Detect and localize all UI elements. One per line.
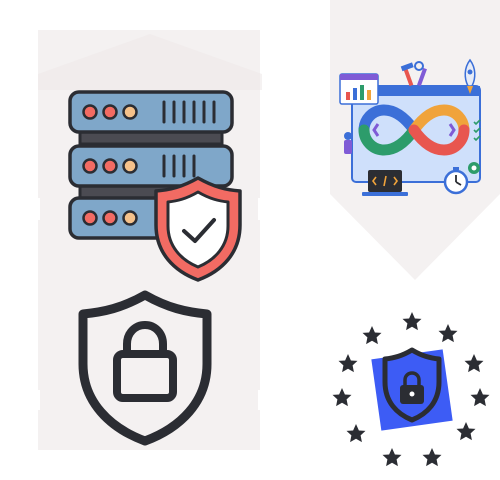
star-icon [438,324,458,343]
star-icon [422,448,442,467]
eu-security-seal-icon [332,312,490,467]
check-icon [182,218,216,243]
infinity-loop-icon [358,104,470,156]
star-icon [338,354,358,373]
code-window-icon [362,170,408,196]
devops-infinity-illustration [339,58,481,196]
verified-shield-icon [154,176,242,282]
person-icon [344,132,352,154]
star-icon [456,422,476,441]
star-icon [332,388,352,407]
star-icon [362,326,382,345]
checklist-icon [473,119,481,142]
gear-icon [468,162,480,174]
padlock-shield-icon [78,290,212,446]
analytics-chart-icon [339,73,379,105]
star-icon [382,448,402,467]
stopwatch-icon [443,167,469,195]
rocket-icon [464,58,476,94]
star-icon [470,388,490,407]
star-icon [464,354,484,373]
server-rack-icon [68,90,234,240]
tools-icon [400,61,427,87]
star-icon [402,312,422,331]
star-icon [346,424,366,443]
